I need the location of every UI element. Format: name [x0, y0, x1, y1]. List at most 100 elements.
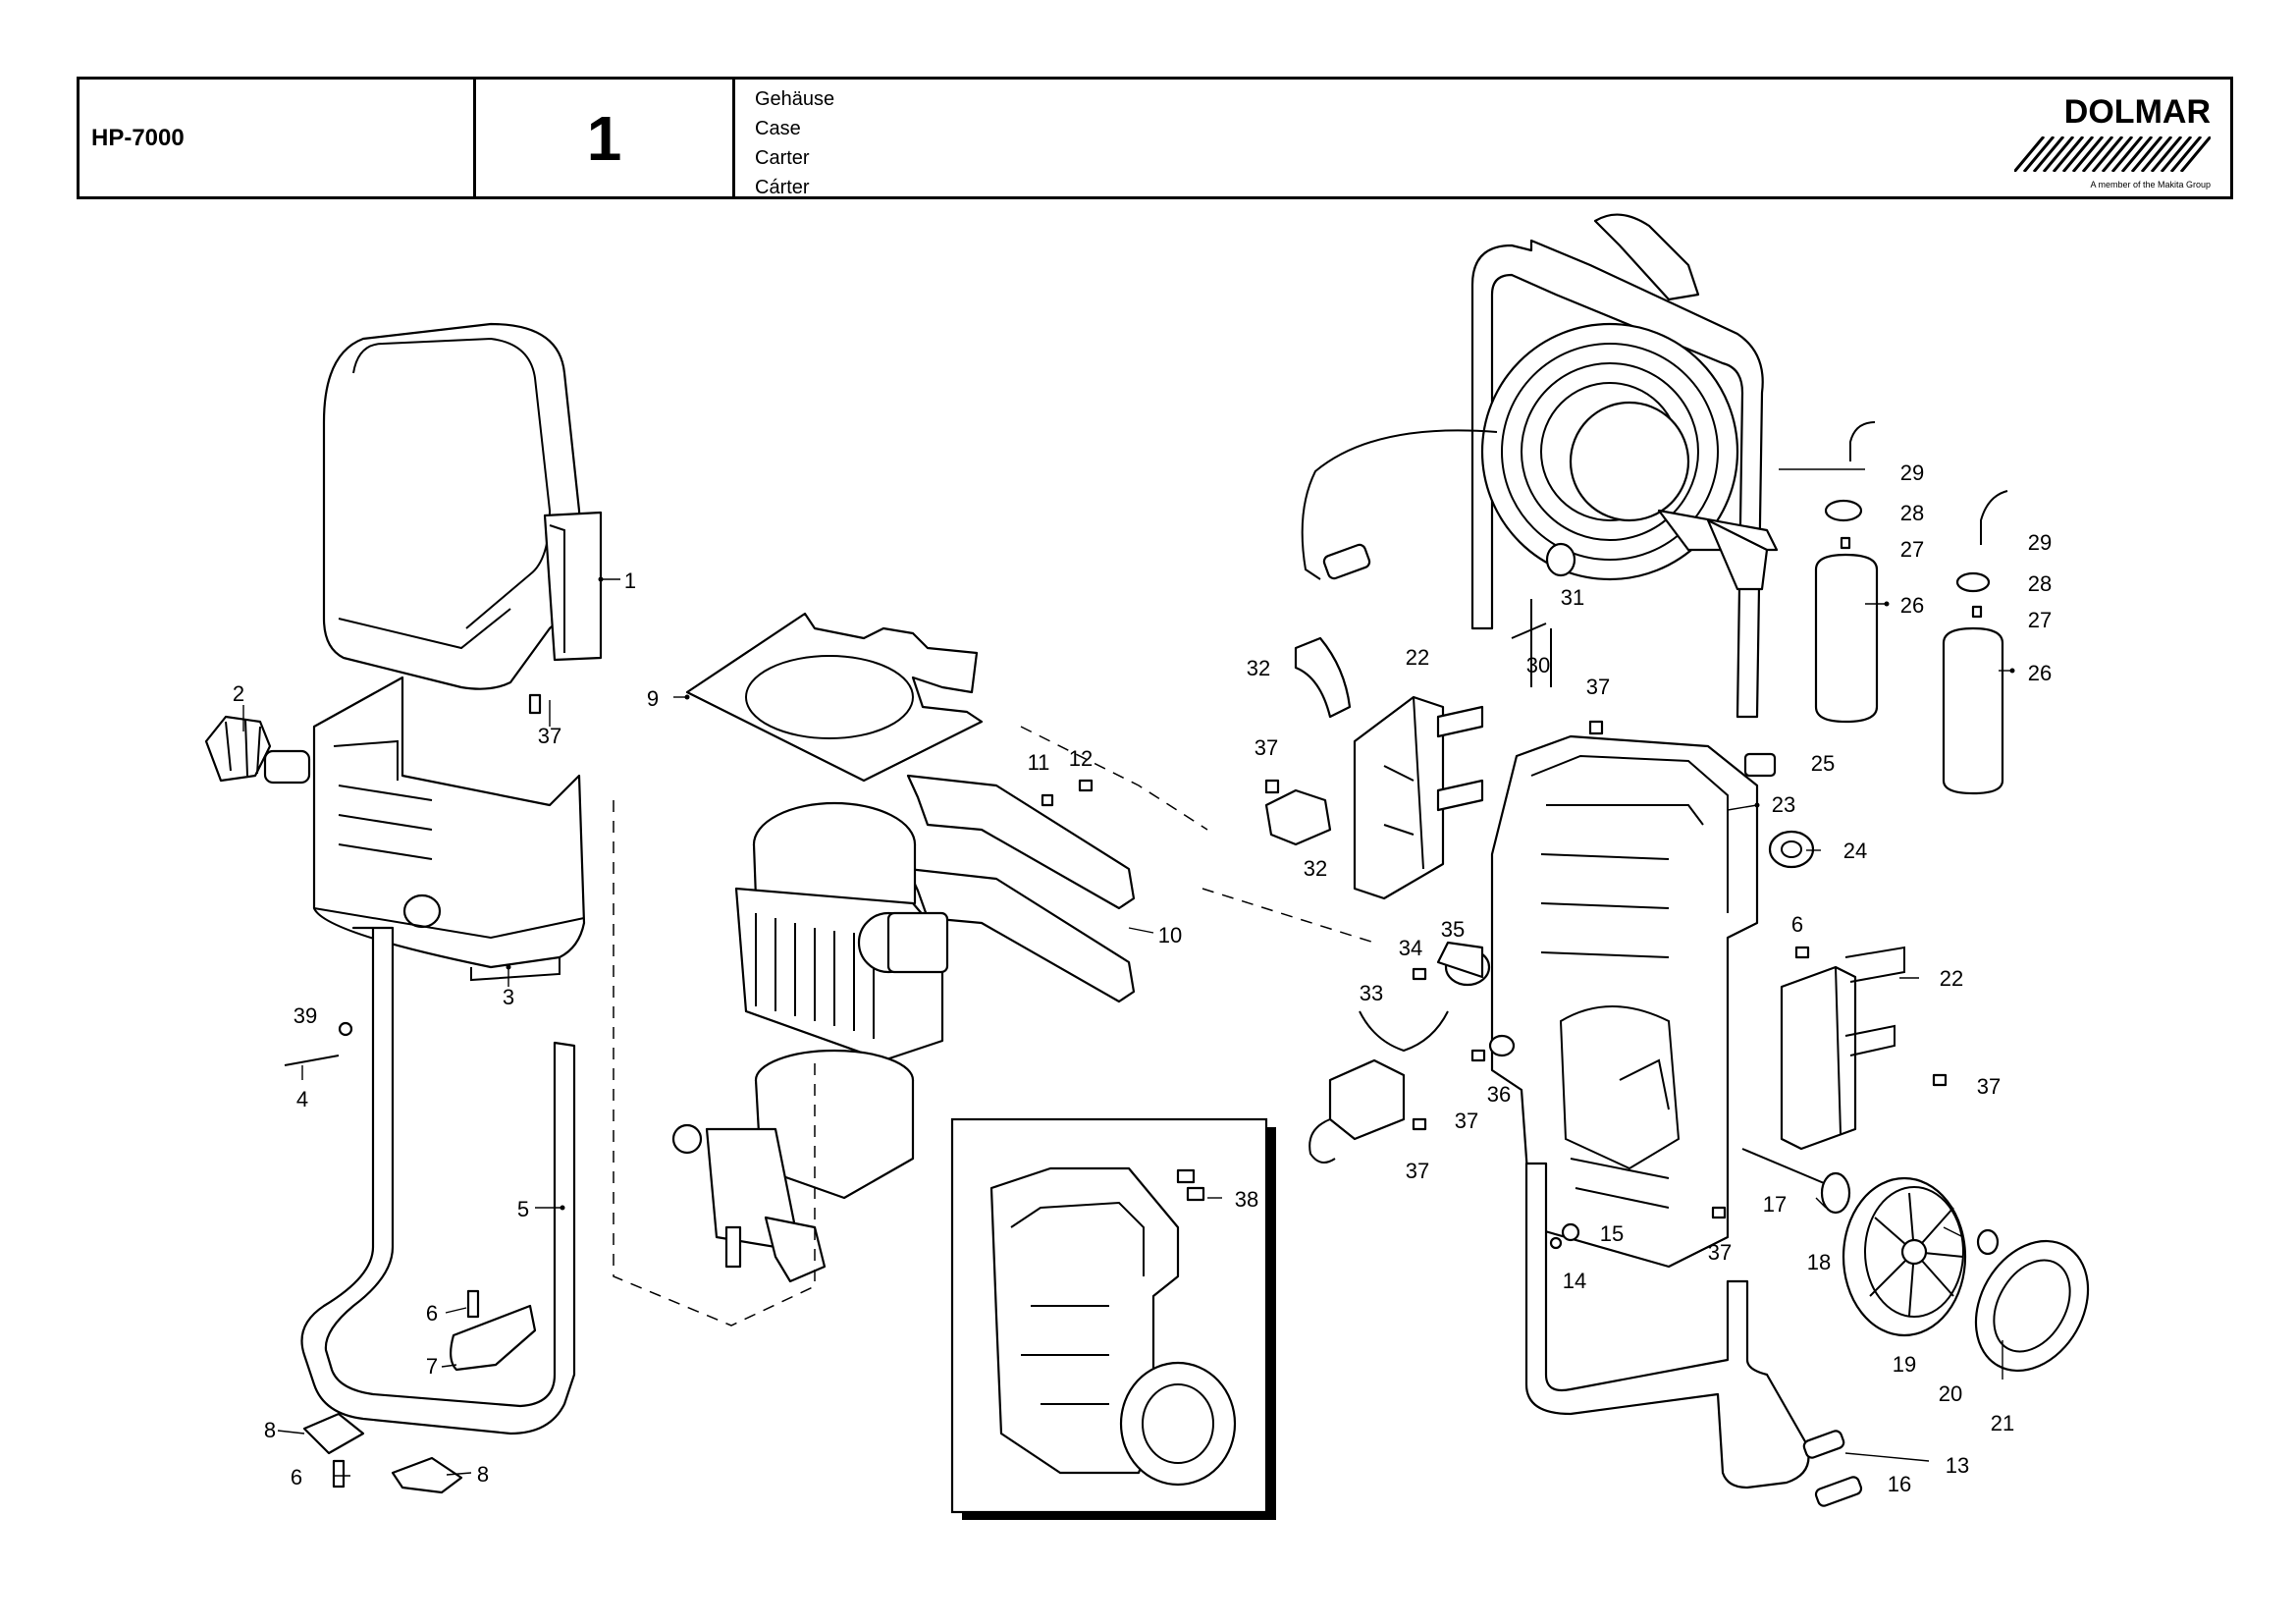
brand-tagline: A member of the Makita Group	[2090, 180, 2211, 189]
part-hose-33	[1359, 1010, 1449, 1053]
title-es: Cárter	[755, 177, 810, 198]
callout-8a: 8	[263, 1418, 277, 1442]
callout-31: 31	[1560, 585, 1585, 610]
part-foot-7	[450, 1304, 537, 1372]
part-clip-20	[1976, 1228, 2000, 1256]
callout-21: 21	[1990, 1411, 2015, 1435]
screws-right	[1041, 720, 1948, 1219]
callout-32b: 32	[1303, 856, 1328, 881]
part-bracket-22-left	[1353, 695, 1484, 900]
part-main-body	[1490, 734, 1759, 1269]
callout-29a: 29	[1899, 460, 1925, 485]
part-bracket-upper	[906, 774, 1136, 910]
callout-6a: 6	[425, 1301, 439, 1326]
model-name: HP-7000	[91, 124, 185, 151]
inset-assembled-view	[950, 1117, 1276, 1520]
callout-18: 18	[1806, 1250, 1832, 1274]
part-nut-31	[1545, 542, 1576, 577]
title-it: Carter	[755, 147, 810, 169]
callout-27b: 27	[2027, 608, 2053, 632]
part-bottle-left	[1814, 421, 1879, 724]
callout-10: 10	[1157, 923, 1183, 947]
part-foot-8a	[302, 1412, 365, 1455]
callout-5: 5	[516, 1197, 530, 1221]
screws-left	[284, 693, 542, 1489]
part-wheel-24	[1768, 830, 1815, 869]
callout-13: 13	[1945, 1453, 1970, 1478]
part-wheel-19	[1842, 1176, 1967, 1337]
callout-28b: 28	[2027, 571, 2053, 596]
title-en: Case	[755, 118, 801, 139]
callout-17: 17	[1762, 1192, 1788, 1217]
callout-7: 7	[425, 1354, 439, 1379]
callout-14: 14	[1562, 1269, 1587, 1293]
part-fitting-36	[1488, 1034, 1516, 1057]
part-sleeve-16a	[1802, 1430, 1845, 1459]
callout-22a: 22	[1405, 645, 1430, 670]
part-bottle-right	[1942, 490, 2008, 795]
brand-logo: DOLMAR A member of the Makita Group	[2014, 93, 2211, 189]
callout-39: 39	[293, 1003, 318, 1028]
part-clip-32a	[1294, 636, 1352, 719]
callout-30: 30	[1525, 653, 1551, 677]
part-valve-35	[1436, 941, 1491, 987]
callout-37e: 37	[1405, 1159, 1430, 1183]
part-bracket-22-right	[1780, 946, 1905, 1151]
part-handle-frame	[300, 926, 576, 1435]
part-switch-cable	[1308, 1058, 1406, 1164]
model-cell: HP-7000	[80, 80, 476, 196]
callout-20: 20	[1938, 1381, 1963, 1406]
brand-wordmark: DOLMAR	[2063, 93, 2211, 131]
part-motor	[734, 801, 949, 1062]
callout-12: 12	[1068, 746, 1094, 771]
callout-37c: 37	[1254, 735, 1279, 760]
part-hubcap-21	[1974, 1239, 2090, 1373]
title-de: Gehäuse	[755, 88, 835, 110]
callout-6b: 6	[290, 1465, 303, 1489]
callout-26a: 26	[1899, 593, 1925, 618]
part-gasket-plate	[685, 612, 984, 783]
callout-29b: 29	[2027, 530, 2053, 555]
title-cell: Gehäuse Case Carter Cárter DOLMAR	[735, 80, 2230, 198]
callout-37b: 37	[1585, 675, 1611, 699]
callout-4: 4	[295, 1087, 309, 1111]
page-number: 1	[586, 102, 622, 174]
dashed-enclosure	[613, 726, 1375, 1326]
callout-37g: 37	[1976, 1074, 2002, 1099]
callout-8b: 8	[476, 1462, 490, 1487]
callout-26b: 26	[2027, 661, 2053, 685]
logo-stripes-icon	[2014, 136, 2211, 172]
part-clip-32b	[1264, 788, 1332, 846]
part-plug-25	[1743, 752, 1777, 778]
part-axle-17	[1741, 1148, 1837, 1189]
part-hose-reel	[1301, 213, 1779, 719]
part-washer-18	[1820, 1171, 1851, 1215]
callout-36: 36	[1486, 1082, 1512, 1107]
part-knob	[204, 715, 311, 785]
leader-lines	[242, 468, 2012, 1477]
callout-34: 34	[1398, 936, 1423, 960]
callout-11: 11	[1027, 750, 1050, 775]
part-cover-top	[322, 322, 603, 690]
callout-16: 16	[1887, 1472, 1912, 1496]
leader-dots	[506, 576, 2015, 1211]
callout-37d: 37	[1454, 1109, 1479, 1133]
callout-35: 35	[1440, 917, 1466, 942]
callout-23: 23	[1771, 792, 1796, 817]
callout-25: 25	[1810, 751, 1836, 776]
part-front-case	[312, 676, 586, 982]
callout-28a: 28	[1899, 501, 1925, 525]
part-foot-8b	[391, 1456, 463, 1494]
callout-19: 19	[1892, 1352, 1917, 1377]
callout-22b: 22	[1939, 966, 1964, 991]
part-nut-15	[1561, 1222, 1580, 1242]
page-number-cell: 1	[476, 80, 735, 196]
part-frame-13	[1524, 1162, 1810, 1489]
callout-1: 1	[623, 568, 637, 593]
part-screw-30	[1511, 623, 1547, 639]
callout-3: 3	[502, 985, 515, 1009]
part-pump	[671, 1049, 915, 1283]
callout-24: 24	[1842, 839, 1868, 863]
callout-27a: 27	[1899, 537, 1925, 562]
